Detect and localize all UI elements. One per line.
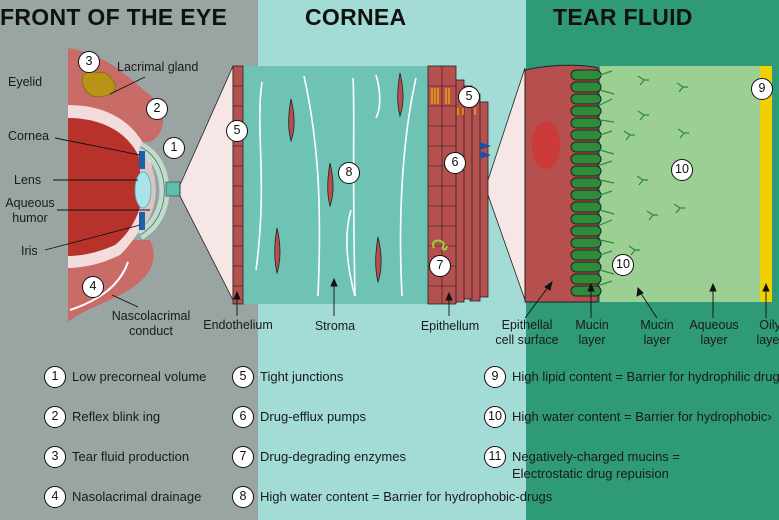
- badge-1: 1: [163, 137, 185, 159]
- title-cornea: CORNEA: [305, 4, 407, 30]
- label-stroma: Stroma: [314, 319, 356, 333]
- badge-4: 4: [82, 276, 104, 298]
- efflux-pump-icon: [480, 142, 491, 159]
- tear-zoom-cone: [487, 67, 526, 301]
- endothelium: [232, 65, 244, 305]
- iris-lower: [139, 212, 145, 230]
- mucin-fibers: [599, 70, 689, 286]
- label-cornea: Cornea: [8, 129, 49, 143]
- stroma: [243, 66, 428, 304]
- tight-junction-marks: [431, 88, 476, 115]
- badge-9: 9: [751, 78, 773, 100]
- label-oily-layer: Oily layer: [756, 318, 779, 347]
- label-eyelid: Eyelid: [8, 75, 43, 89]
- cornea-zoom-cone: [179, 65, 234, 301]
- label-aqueous-layer: Aqueous layer: [689, 318, 739, 347]
- badge-8: 8: [338, 162, 360, 184]
- badge-5-epithelium: 5: [458, 86, 480, 108]
- label-iris: Iris: [21, 244, 38, 258]
- badge-5-endothelium: 5: [226, 120, 248, 142]
- eyeball: [68, 118, 144, 256]
- label-lens: Lens: [14, 173, 42, 187]
- label-mucin-layer-a: Mucin layer: [575, 318, 609, 347]
- label-epithelial-surface: Epithellal cell surface: [495, 318, 559, 347]
- mucin-layer-villi: [570, 69, 602, 297]
- badge-7: 7: [429, 255, 451, 277]
- label-aqueous-humor: Aqueous humor: [5, 196, 55, 225]
- iris-upper: [139, 151, 145, 169]
- title-front-of-eye: FRONT OF THE EYE: [0, 4, 228, 30]
- badge-2: 2: [146, 98, 168, 120]
- badge-10-aqueous: 10: [671, 159, 693, 181]
- label-mucin-layer-b: Mucin layer: [640, 318, 674, 347]
- badge-10-mucin: 10: [612, 254, 634, 276]
- badge-3: 3: [78, 51, 100, 73]
- enzyme-icon: [432, 239, 448, 251]
- label-lacrimal-gland: Lacrimal gland: [117, 60, 199, 74]
- label-nasolacrimal: Nascolacrimal conduct: [111, 309, 191, 338]
- oily-layer: [760, 66, 772, 302]
- title-tear-fluid: TEAR FLUID: [553, 4, 693, 30]
- label-endothelium: Endothelium: [203, 318, 273, 332]
- badge-6: 6: [444, 152, 466, 174]
- lens: [134, 171, 152, 209]
- label-epithelium: Epithellum: [420, 319, 480, 333]
